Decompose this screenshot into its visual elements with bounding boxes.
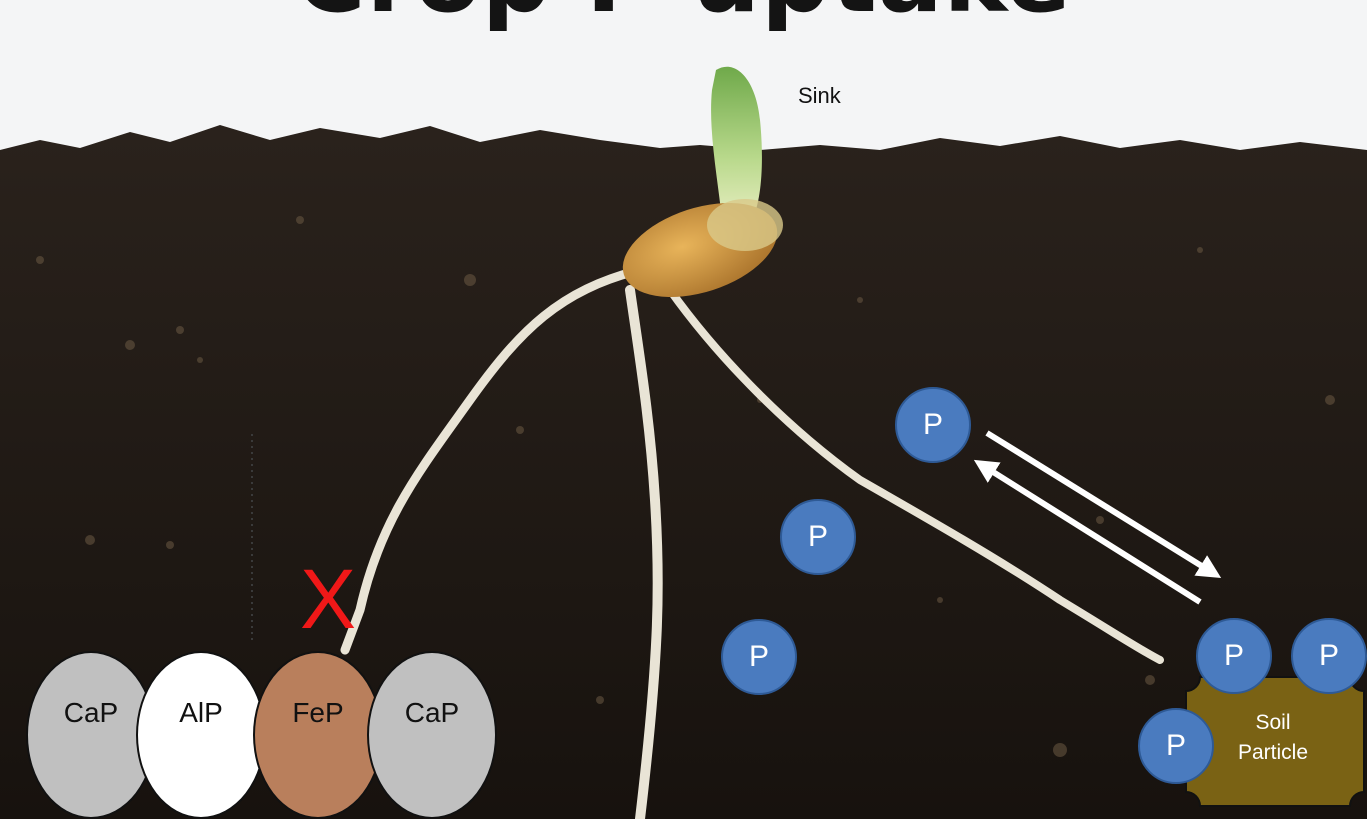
soil-particle-label-line2: Particle bbox=[1218, 738, 1328, 768]
compound-fep: FeP bbox=[253, 651, 383, 819]
sink-label: Sink bbox=[798, 83, 841, 109]
blocked-x-mark: X bbox=[300, 557, 356, 641]
adsorbed-phosphate-circle: P bbox=[1138, 708, 1214, 784]
soil-particle-label: Soil Particle bbox=[1218, 708, 1328, 768]
phosphate-circle: P bbox=[780, 499, 856, 575]
phosphate-circle: P bbox=[721, 619, 797, 695]
compound-alp: AlP bbox=[136, 651, 266, 819]
soil-particle-label-line1: Soil bbox=[1218, 708, 1328, 738]
adsorbed-phosphate-circle: P bbox=[1291, 618, 1367, 694]
compound-cap: CaP bbox=[367, 651, 497, 819]
phosphate-circle: P bbox=[895, 387, 971, 463]
adsorbed-phosphate-circle: P bbox=[1196, 618, 1272, 694]
page-title: Crop P uptake bbox=[0, 0, 1367, 34]
